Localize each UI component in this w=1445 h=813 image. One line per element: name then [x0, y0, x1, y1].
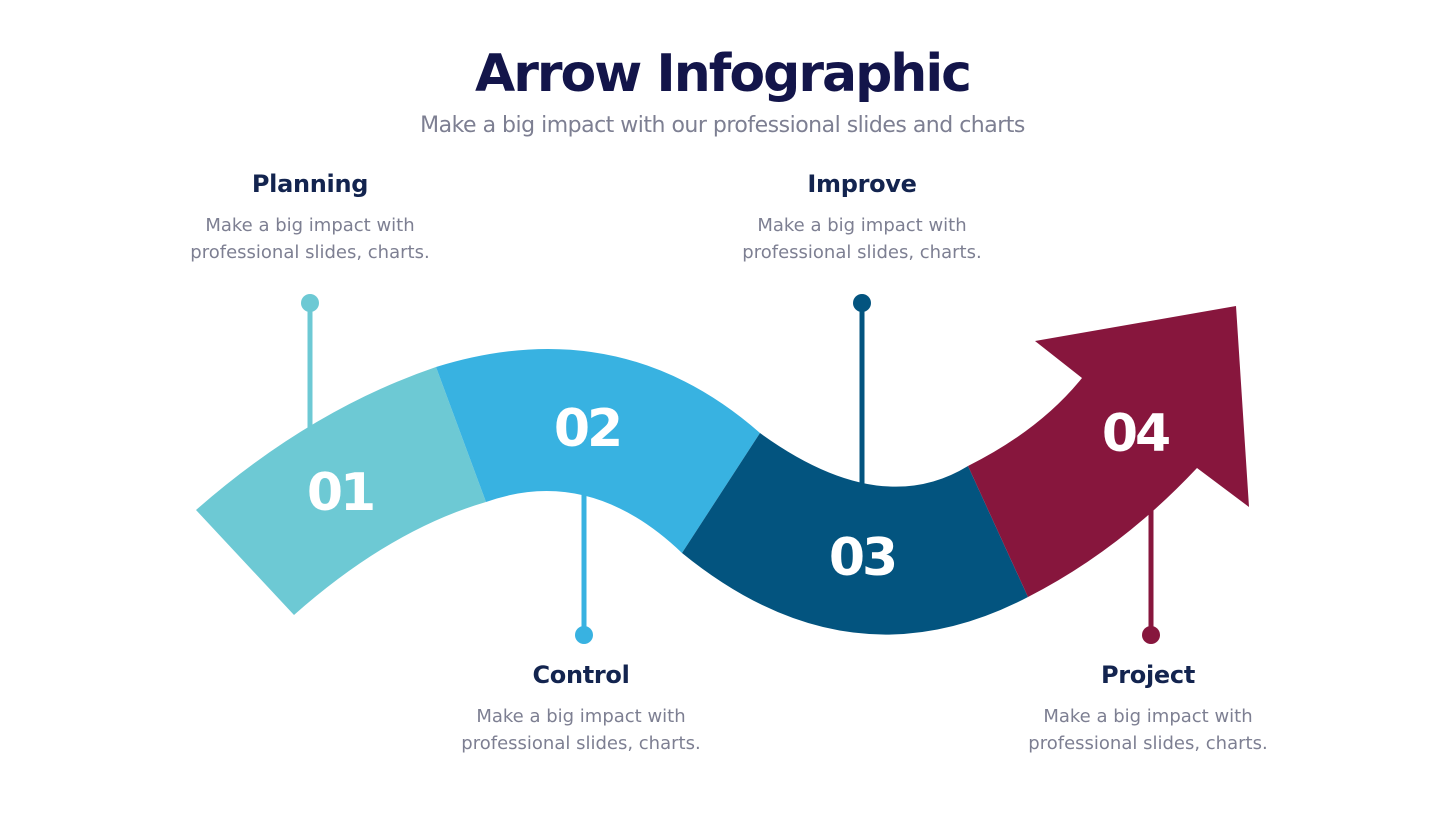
step-description-line: Make a big impact with — [476, 706, 686, 727]
step-title: Planning — [251, 170, 369, 198]
arrow-segment-02 — [436, 348, 760, 553]
step-description-line: professional slides, charts. — [742, 242, 982, 263]
step-description-line: Make a big impact with — [1043, 706, 1253, 727]
step-title: Project — [1100, 661, 1196, 689]
connector-dot — [575, 626, 593, 644]
step-description-line: professional slides, charts. — [461, 733, 701, 754]
step-description-line: professional slides, charts. — [190, 242, 430, 263]
step-description-line: Make a big impact with — [757, 215, 967, 236]
connector-planning — [301, 294, 319, 430]
connector-dot — [301, 294, 319, 312]
step-title: Control — [532, 661, 630, 689]
step-improve: Improve Make a big impact with professio… — [692, 170, 1032, 266]
connector-improve — [853, 294, 871, 490]
connector-dot — [853, 294, 871, 312]
arrow-segment-04 — [968, 306, 1249, 597]
step-number-03: 03 — [829, 528, 895, 588]
step-description: Make a big impact with professional slid… — [140, 212, 480, 266]
connector-control — [575, 495, 593, 644]
step-planning: Planning Make a big impact with professi… — [140, 170, 480, 266]
step-control: Control Make a big impact with professio… — [411, 661, 751, 757]
step-description: Make a big impact with professional slid… — [978, 703, 1318, 757]
step-description-line: professional slides, charts. — [1028, 733, 1268, 754]
step-description: Make a big impact with professional slid… — [411, 703, 751, 757]
step-number-02: 02 — [554, 399, 620, 459]
connector-dot — [1142, 626, 1160, 644]
page-subtitle: Make a big impact with our professional … — [420, 113, 1025, 138]
step-number-01: 01 — [307, 463, 373, 523]
step-number-04: 04 — [1102, 404, 1169, 464]
connector-project — [1142, 500, 1160, 644]
arrow-segment-03 — [682, 433, 1028, 635]
step-project: Project Make a big impact with professio… — [978, 661, 1318, 757]
step-description: Make a big impact with professional slid… — [692, 212, 1032, 266]
step-title: Improve — [807, 170, 917, 198]
arrow-segment-01 — [196, 367, 486, 615]
page-title: Arrow Infographic — [475, 44, 972, 104]
step-description-line: Make a big impact with — [205, 215, 415, 236]
